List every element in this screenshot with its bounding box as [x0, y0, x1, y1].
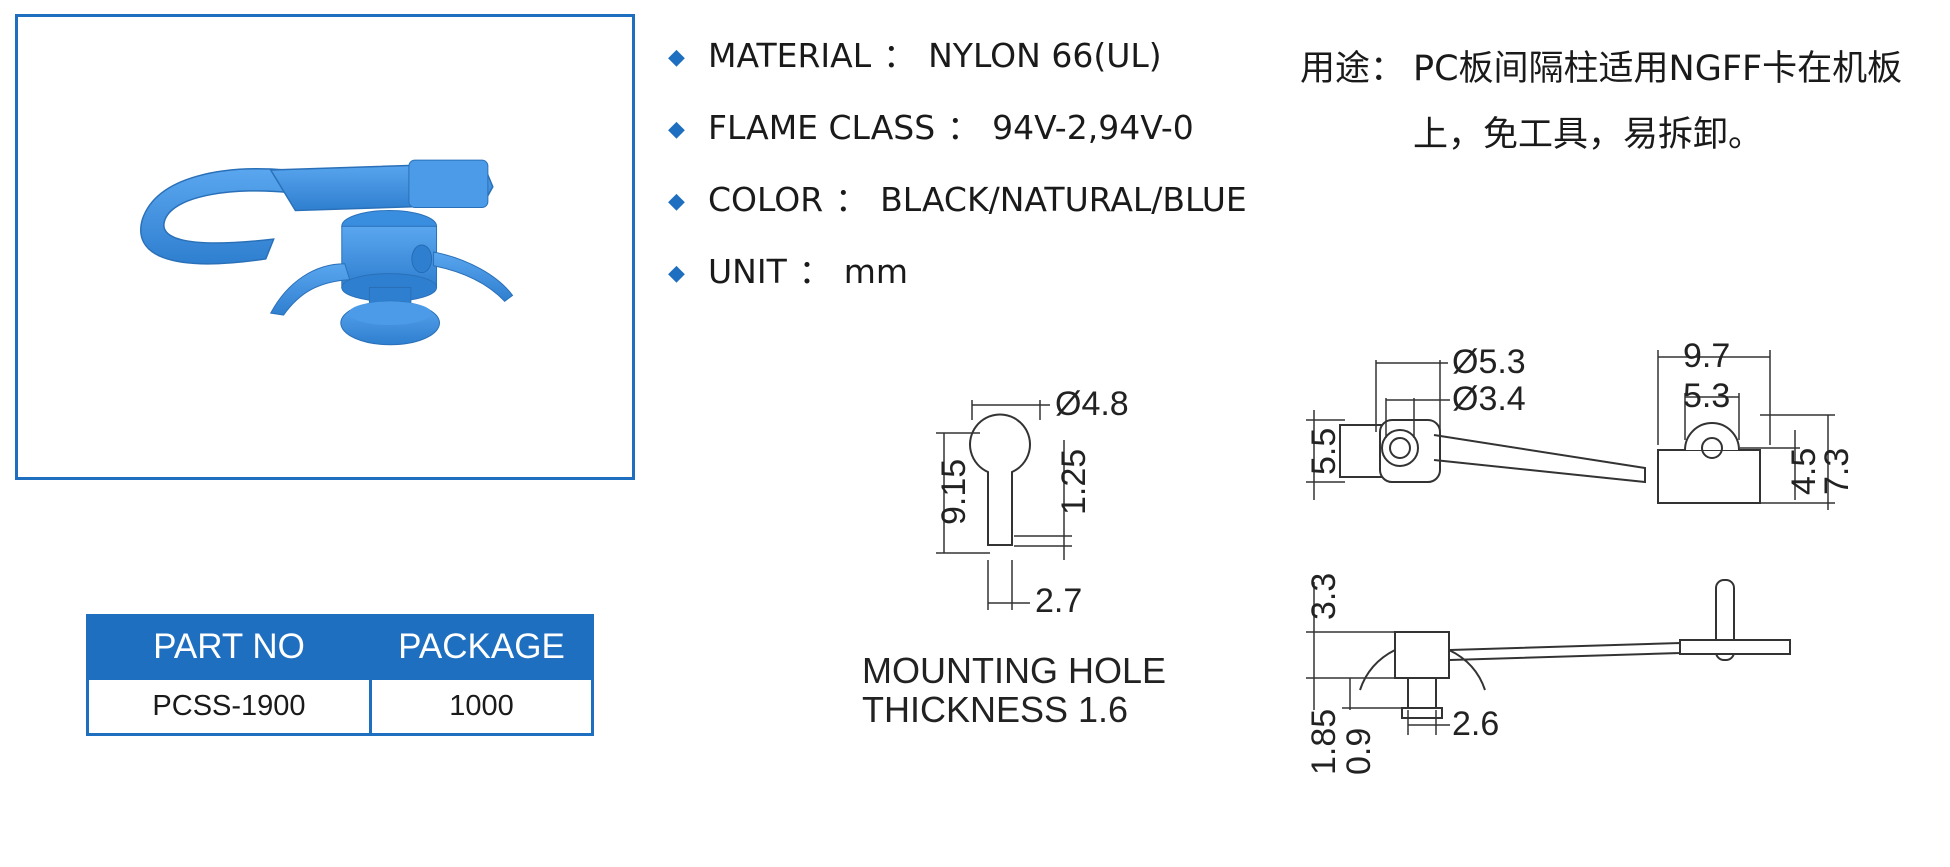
usage-text: PC板间隔柱适用NGFF卡在机板上，免工具，易拆卸。 [1413, 49, 1903, 155]
spec-list: ◆ MATERIAL ： NYLON 66(UL) ◆ FLAME CLASS … [668, 36, 1247, 326]
top-view-drawing [1306, 350, 1835, 510]
spec-value: NYLON 66(UL) [928, 36, 1162, 75]
diamond-bullet-icon: ◆ [668, 261, 685, 286]
spec-separator: ： [883, 36, 917, 75]
diamond-bullet-icon: ◆ [668, 45, 685, 70]
cell-part-no: PCSS-1900 [86, 677, 372, 736]
spec-material: ◆ MATERIAL ： NYLON 66(UL) [668, 36, 1247, 110]
diamond-bullet-icon: ◆ [668, 117, 685, 142]
mounting-hole-drawing [936, 400, 1072, 610]
table-header-row: PART NO PACKAGE [86, 614, 594, 680]
spec-value: BLACK/NATURAL/BLUE [880, 180, 1247, 219]
spec-separator: ： [947, 108, 981, 147]
spec-label: FLAME CLASS [708, 108, 936, 147]
dim-label: 7.3 [1818, 448, 1856, 495]
spec-value: 94V-2,94V-0 [992, 108, 1194, 147]
dim-label: Ø3.4 [1452, 380, 1526, 418]
spec-unit: ◆ UNIT ： mm [668, 252, 1247, 326]
spec-label: UNIT [708, 252, 787, 291]
spacer-clip-illustration [140, 159, 514, 346]
dim-label: 3.3 [1305, 573, 1343, 620]
usage-label: 用途： [1300, 49, 1406, 89]
table-row: PCSS-1900 1000 [86, 677, 594, 736]
cell-package: 1000 [369, 677, 594, 736]
dim-label: 5.5 [1305, 428, 1343, 475]
dim-label: 9.7 [1683, 337, 1730, 375]
spec-label: MATERIAL [708, 36, 872, 75]
spec-label: COLOR [708, 180, 824, 219]
spec-value: mm [843, 252, 909, 291]
diamond-bullet-icon: ◆ [668, 189, 685, 214]
header-package: PACKAGE [369, 614, 594, 680]
mounting-hole-note: MOUNTING HOLE [862, 650, 1166, 691]
dim-label: Ø4.8 [1055, 385, 1129, 423]
dim-label: 4.5 [1785, 448, 1823, 495]
dim-label: 1.85 [1305, 709, 1343, 775]
spec-separator: ： [798, 252, 832, 291]
dim-label: Ø5.3 [1452, 343, 1526, 381]
spec-separator: ： [835, 180, 869, 219]
product-photo-frame [15, 14, 635, 480]
dim-label: 5.3 [1683, 377, 1730, 415]
dim-label: 2.7 [1035, 582, 1082, 620]
header-part-no: PART NO [86, 614, 372, 680]
dim-label: 0.9 [1340, 728, 1378, 775]
part-table: PART NO PACKAGE PCSS-1900 1000 [86, 614, 594, 736]
dim-label: 9.15 [935, 459, 973, 525]
dim-label: 2.6 [1452, 705, 1499, 743]
product-photo [140, 159, 514, 346]
spec-flame-class: ◆ FLAME CLASS ： 94V-2,94V-0 [668, 108, 1247, 182]
side-view-drawing [1306, 579, 1791, 735]
dim-label: 1.25 [1055, 449, 1093, 515]
spec-color: ◆ COLOR ： BLACK/NATURAL/BLUE [668, 180, 1247, 254]
thickness-note: THICKNESS 1.6 [862, 689, 1128, 730]
